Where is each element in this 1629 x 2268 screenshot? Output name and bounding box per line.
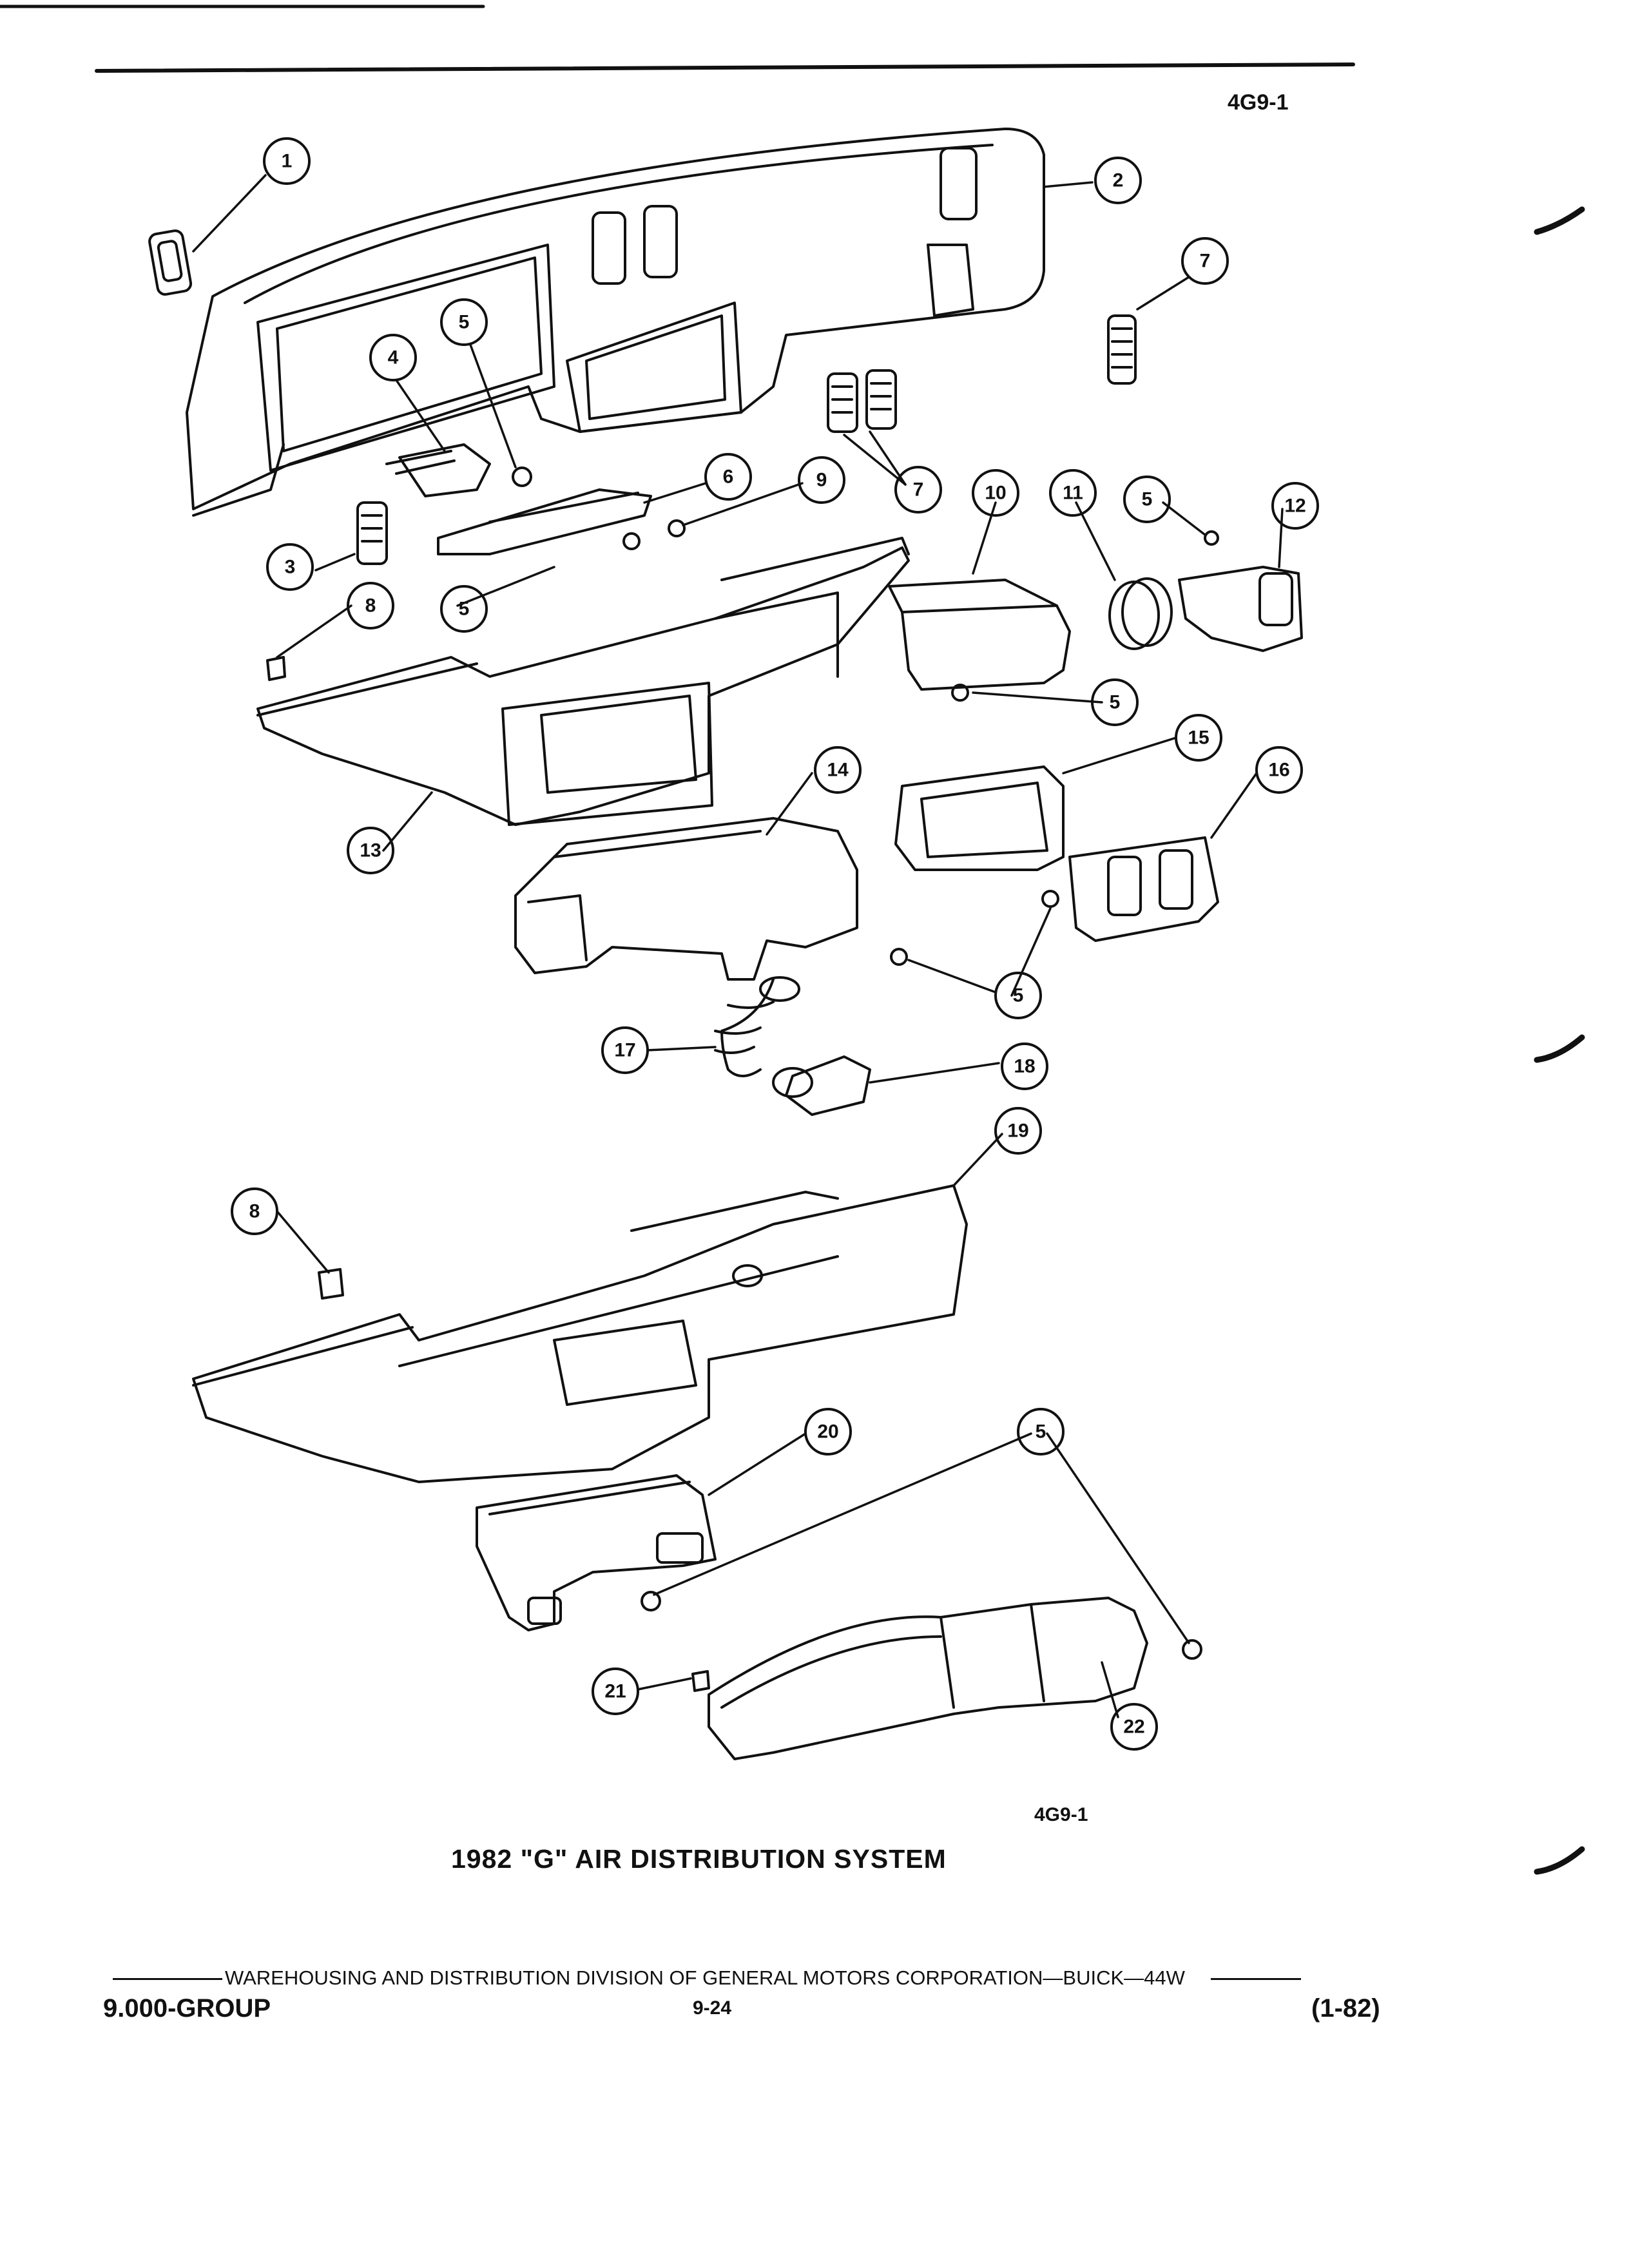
callout-21: 21 bbox=[604, 1681, 626, 1702]
callout-7: 7 bbox=[1200, 251, 1211, 272]
binding-mark bbox=[1534, 1846, 1585, 1875]
callout-5: 5 bbox=[1110, 692, 1121, 713]
screw bbox=[951, 684, 969, 702]
figure-id: 4G9-1 bbox=[1034, 1804, 1088, 1825]
callout-11: 11 bbox=[1063, 483, 1083, 504]
screw bbox=[512, 466, 532, 487]
footer-rule-right bbox=[1210, 1978, 1301, 1981]
part-11-ring bbox=[1108, 577, 1173, 650]
callout-labels: 1 2 7 5 4 6 9 7 10 11 5 12 3 8 5 5 15 14… bbox=[249, 151, 1306, 1738]
screw bbox=[1041, 890, 1059, 908]
callout-15: 15 bbox=[1188, 727, 1209, 749]
part-20-duct bbox=[476, 1474, 717, 1631]
part-3-outlet bbox=[356, 501, 388, 565]
part-13-duct bbox=[256, 537, 910, 826]
part-16-housing bbox=[1068, 836, 1219, 942]
footer-publisher: WAREHOUSING AND DISTRIBUTION DIVISION OF… bbox=[225, 1966, 1185, 1989]
callout-17: 17 bbox=[614, 1040, 635, 1061]
part-4-bracket bbox=[385, 443, 491, 497]
callout-7: 7 bbox=[913, 479, 924, 501]
callout-20: 20 bbox=[817, 1421, 838, 1443]
callout-19: 19 bbox=[1007, 1120, 1028, 1142]
screw bbox=[1204, 530, 1219, 546]
part-8-clip bbox=[266, 656, 286, 681]
header-rule bbox=[95, 62, 1355, 73]
part-17-hose bbox=[714, 976, 800, 1077]
footer-date: (1-82) bbox=[1311, 1994, 1380, 2023]
callout-3: 3 bbox=[285, 557, 296, 578]
part-19-duct bbox=[192, 1184, 968, 1483]
binding-mark bbox=[1534, 1034, 1585, 1063]
footer-rule-left bbox=[113, 1978, 222, 1981]
callout-10: 10 bbox=[985, 483, 1006, 504]
callout-4: 4 bbox=[388, 347, 399, 369]
callout-circles bbox=[231, 137, 1319, 1751]
callout-5: 5 bbox=[459, 599, 470, 620]
binding-mark bbox=[1534, 206, 1585, 235]
callout-14: 14 bbox=[827, 760, 849, 781]
part-21-clip bbox=[691, 1670, 710, 1692]
callout-12: 12 bbox=[1284, 495, 1306, 517]
part-18-elbow bbox=[772, 1055, 871, 1116]
leader-lines bbox=[192, 174, 1284, 1718]
screw bbox=[622, 532, 641, 550]
footer-publisher-line: WAREHOUSING AND DISTRIBUTION DIVISION OF… bbox=[113, 1966, 1301, 1990]
part-8-clip-lower bbox=[318, 1268, 344, 1300]
callout-22: 22 bbox=[1123, 1716, 1144, 1738]
callout-8: 8 bbox=[249, 1201, 260, 1222]
part-14-duct bbox=[514, 817, 858, 981]
screw bbox=[641, 1591, 661, 1611]
part-22-duct bbox=[708, 1597, 1148, 1760]
part-7-outlet-right bbox=[1107, 314, 1137, 385]
callout-5: 5 bbox=[459, 312, 470, 333]
callout-5: 5 bbox=[1013, 985, 1024, 1006]
part-7-outlet-pair bbox=[827, 369, 897, 433]
callout-8: 8 bbox=[365, 595, 376, 617]
screw bbox=[668, 519, 686, 537]
callout-2: 2 bbox=[1113, 170, 1124, 191]
callout-1: 1 bbox=[282, 151, 293, 172]
part-1-outlet bbox=[148, 229, 193, 296]
part-12-housing bbox=[1178, 566, 1303, 652]
part-10-duct bbox=[888, 579, 1071, 691]
callout-18: 18 bbox=[1014, 1056, 1035, 1077]
callout-5: 5 bbox=[1036, 1421, 1046, 1443]
callout-9: 9 bbox=[816, 470, 827, 491]
screw bbox=[890, 948, 908, 966]
callout-16: 16 bbox=[1268, 760, 1289, 781]
callout-6: 6 bbox=[723, 466, 734, 488]
part-6-bracket bbox=[437, 488, 652, 555]
footer-group: 9.000-GROUP bbox=[103, 1994, 271, 2023]
instrument-panel-pad bbox=[186, 128, 1045, 517]
header-code: 4G9-1 bbox=[1228, 90, 1289, 115]
screw bbox=[1182, 1639, 1202, 1660]
footer-page-number: 9-24 bbox=[693, 1997, 732, 2019]
part-15-bezel bbox=[894, 765, 1065, 871]
callout-5: 5 bbox=[1142, 489, 1153, 510]
callout-13: 13 bbox=[360, 840, 381, 861]
figure-title: 1982 "G" AIR DISTRIBUTION SYSTEM bbox=[451, 1844, 947, 1874]
